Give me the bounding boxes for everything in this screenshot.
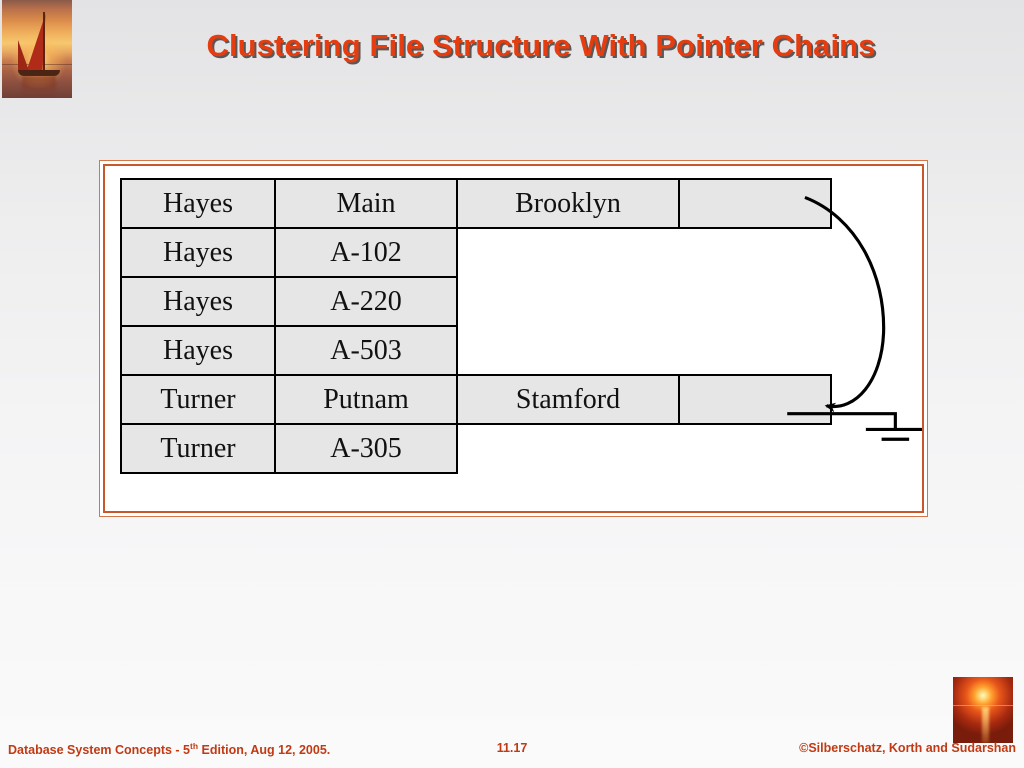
water-reflection bbox=[22, 76, 56, 96]
hull-shape bbox=[18, 70, 60, 76]
table-row: Turner Putnam Stamford bbox=[120, 374, 832, 425]
cell-name: Hayes bbox=[120, 227, 276, 278]
cell-empty bbox=[457, 228, 831, 277]
sea-horizon-line bbox=[953, 705, 1013, 707]
table-row: Hayes Main Brooklyn bbox=[120, 178, 832, 229]
slide-footer: Database System Concepts - 5th Edition, … bbox=[0, 741, 1024, 761]
cell-value: Main bbox=[274, 178, 458, 229]
table-row: Hayes A-220 bbox=[120, 276, 831, 327]
clustering-file-table: Hayes Main Brooklyn Hayes A-102 Hayes A-… bbox=[120, 178, 832, 474]
mast-shape bbox=[43, 12, 45, 74]
cell-empty bbox=[457, 424, 831, 473]
footer-edition-prefix: Database System Concepts - 5 bbox=[8, 743, 191, 758]
footer-edition-text: Database System Concepts - 5th Edition, … bbox=[8, 741, 330, 757]
cell-name: Turner bbox=[120, 423, 276, 474]
cell-empty bbox=[457, 326, 831, 375]
cell-name: Hayes bbox=[120, 276, 276, 327]
cell-name: Hayes bbox=[120, 178, 276, 229]
sailboat-logo-image bbox=[2, 0, 72, 98]
cell-value: A-305 bbox=[274, 423, 458, 474]
cell-value: A-220 bbox=[274, 276, 458, 327]
table-row: Hayes A-102 bbox=[120, 227, 831, 278]
cell-value: A-503 bbox=[274, 325, 458, 376]
diagram-frame: Hayes Main Brooklyn Hayes A-102 Hayes A-… bbox=[99, 160, 928, 517]
cell-value: A-102 bbox=[274, 227, 458, 278]
footer-copyright: ©Silberschatz, Korth and Sudarshan bbox=[799, 741, 1016, 755]
cell-empty bbox=[457, 277, 831, 326]
cell-value: Putnam bbox=[274, 374, 458, 425]
ocean-sunset-thumbnail bbox=[953, 677, 1013, 743]
table-row: Hayes A-503 bbox=[120, 325, 831, 376]
slide-number: 11.17 bbox=[496, 741, 528, 755]
foresail-shape bbox=[18, 40, 29, 71]
table-row: Turner A-305 bbox=[120, 423, 831, 474]
cell-city: Brooklyn bbox=[456, 178, 680, 229]
footer-edition-ordinal: th bbox=[190, 741, 199, 751]
cell-name: Turner bbox=[120, 374, 276, 425]
footer-edition-suffix: Edition, Aug 12, 2005. bbox=[198, 743, 331, 758]
cell-city: Stamford bbox=[456, 374, 680, 425]
cell-pointer bbox=[678, 178, 832, 229]
diagram-frame-inner: Hayes Main Brooklyn Hayes A-102 Hayes A-… bbox=[103, 164, 924, 513]
cell-pointer bbox=[678, 374, 832, 425]
sun-glint bbox=[981, 707, 989, 743]
cell-name: Hayes bbox=[120, 325, 276, 376]
horizon-line bbox=[2, 64, 72, 65]
page-title: Clustering File Structure With Pointer C… bbox=[206, 28, 876, 63]
